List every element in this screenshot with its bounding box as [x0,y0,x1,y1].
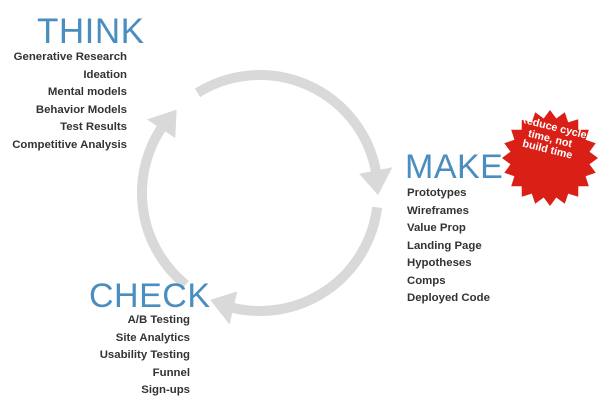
check-item-usability-testing: Usability Testing [99,349,190,361]
think-item-behavior-models: Behavior Models [35,103,127,116]
arrow-check-to-think-head [146,109,177,138]
check-item-sign-ups: Sign-ups [141,384,190,396]
make-item-comps: Comps [407,274,446,287]
arrow-think-to-make-head [359,167,393,196]
check-item-funnel: Funnel [152,366,190,379]
badge-starburst [502,110,598,206]
check-item-site-analytics: Site Analytics [115,331,190,344]
badge-seal [502,110,598,206]
arrow-make-to-check-body [228,206,383,316]
cycle-arrows [136,70,393,325]
make-item-value-prop: Value Prop [407,222,466,234]
think-item-generative-research: Generative Research [13,51,127,63]
think-item-competitive-analysis: Competitive Analysis [12,138,127,151]
make-item-hypotheses: Hypotheses [407,257,472,269]
make-item-prototypes: Prototypes [407,187,467,199]
think-title: THINK [37,12,145,51]
make-item-wireframes: Wireframes [407,204,469,217]
check-list: A/B Testing Site Analytics Usability Tes… [100,312,190,400]
arrow-think-to-make-body [194,70,382,176]
arrow-make-to-check-head [210,291,238,325]
make-item-deployed-code: Deployed Code [407,292,490,304]
think-item-test-results: Test Results [60,121,127,133]
arrow-check-to-think-body [136,122,189,289]
make-title: MAKE [405,148,504,186]
think-list: Generative Research Ideation Mental mode… [12,49,127,154]
think-item-ideation: Ideation [83,68,127,81]
make-list: Prototypes Wireframes Value Prop Landing… [407,185,490,308]
think-item-mental-models: Mental models [47,86,127,98]
check-title: CHECK [89,277,211,315]
make-item-landing-page: Landing Page [407,239,482,252]
check-item-ab-testing: A/B Testing [127,314,190,326]
